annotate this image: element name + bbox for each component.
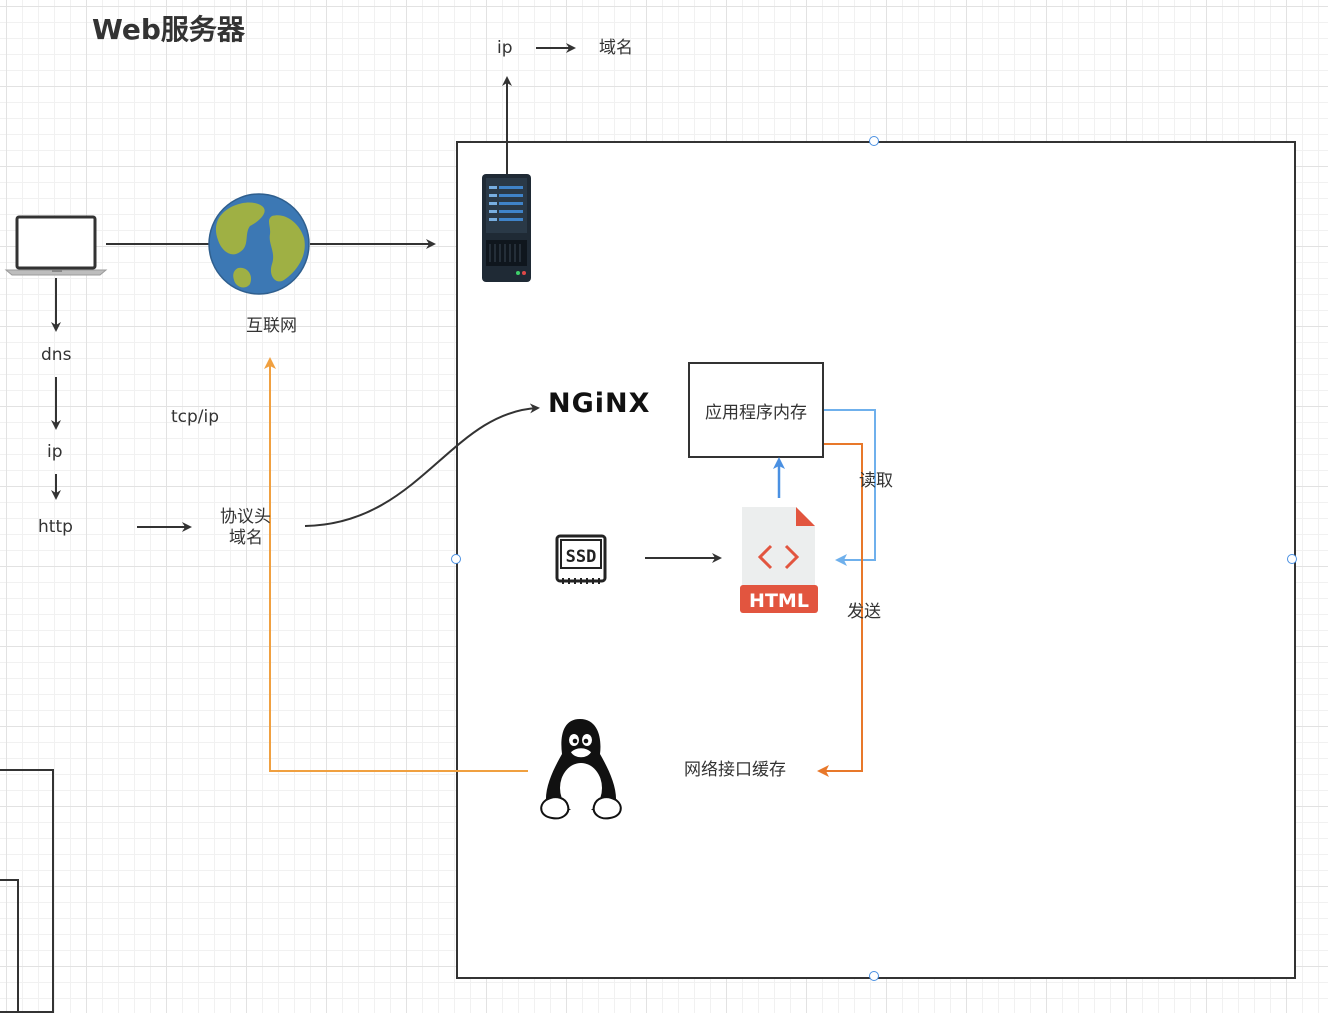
return-path-arrow (264, 357, 528, 772)
resize-handle-bottom[interactable] (869, 971, 879, 981)
app-memory-box[interactable]: 应用程序内存 (688, 362, 824, 458)
resize-handle-left[interactable] (451, 554, 461, 564)
label-dns: dns (41, 345, 72, 365)
label-domain-name: 域名 (229, 528, 263, 548)
header-to-nginx-curve (304, 403, 540, 527)
read-loop-arrow (824, 409, 876, 566)
label-protocol-header: 协议头 (220, 507, 271, 527)
resize-handle-right[interactable] (1287, 554, 1297, 564)
label-tcp-ip: tcp/ip (171, 407, 220, 427)
label-read: 读取 (859, 471, 893, 491)
laptop-icon (4, 215, 108, 276)
app-memory-label: 应用程序内存 (705, 402, 807, 423)
label-send: 发送 (847, 602, 881, 622)
nginx-logo: NGiNX (548, 388, 651, 419)
send-path-arrow (817, 443, 863, 777)
label-internet: 互联网 (246, 316, 297, 336)
html-file-icon (740, 507, 818, 613)
page-title: Web服务器 (92, 13, 245, 46)
server-icon (482, 174, 531, 282)
ssd-logo-text: SSD (566, 547, 597, 567)
html-logo-text: HTML (749, 590, 809, 612)
label-http: http (38, 517, 73, 537)
label-nic-buffer: 网络接口缓存 (684, 760, 786, 780)
label-domain-top: 域名 (599, 38, 633, 58)
label-ip-top: ip (497, 38, 513, 58)
ssd-icon (555, 534, 607, 584)
linux-penguin-icon (540, 719, 622, 820)
resize-handle-top[interactable] (869, 136, 879, 146)
globe-icon (208, 193, 310, 295)
label-ip-left: ip (47, 442, 63, 462)
